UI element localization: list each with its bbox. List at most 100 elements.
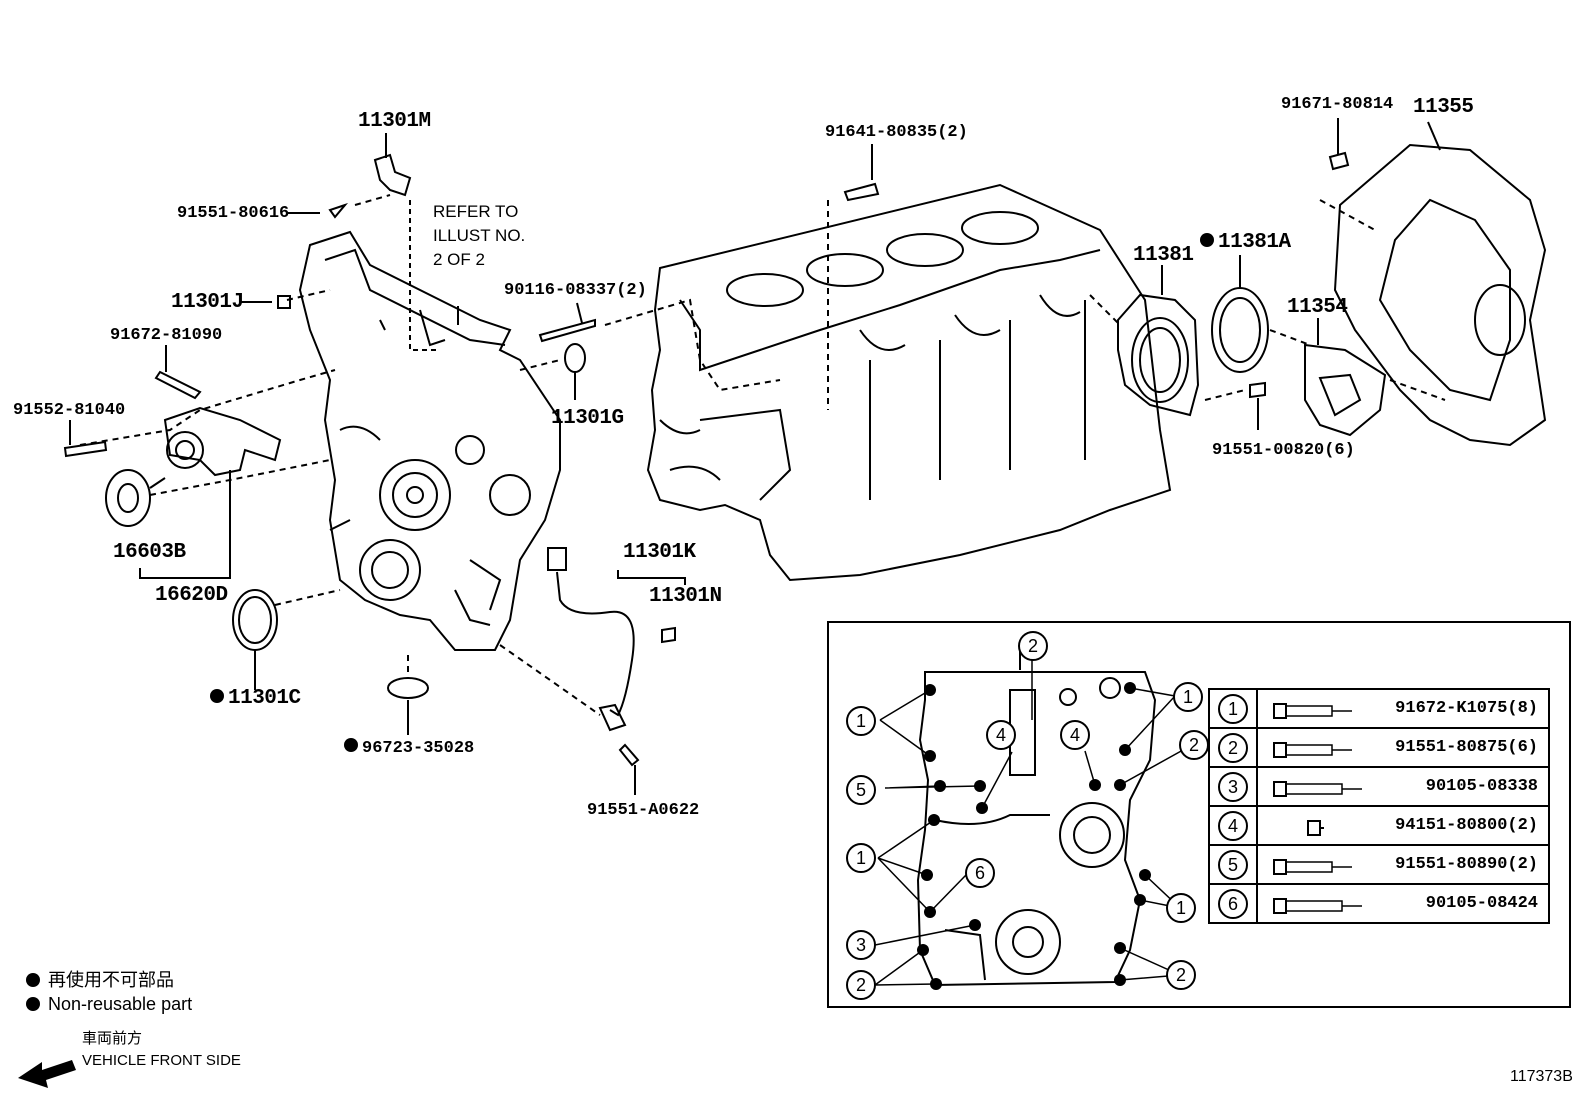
o-ring-96723 (387, 677, 429, 699)
label-16620d: 16620D (155, 584, 228, 607)
label-11381a-text: 11381A (1218, 231, 1291, 254)
timing-cover (298, 230, 561, 651)
label-11301c: 11301C (210, 688, 301, 710)
bolt-icon (1273, 703, 1352, 719)
callout-2: 2 (1179, 730, 1209, 760)
callout-2: 2 (1018, 631, 1048, 661)
fastener-part-number: 91672-K1075(8) (1395, 699, 1538, 718)
callout-1: 1 (1166, 893, 1196, 923)
label-11354: 11354 (1287, 296, 1348, 319)
label-11355: 11355 (1413, 96, 1474, 119)
fastener-part-number: 91551-80875(6) (1395, 738, 1538, 757)
end-plate-11354 (1304, 343, 1387, 437)
fastener-table: 1 91672-K1075(8) 2 91551-80875(6) 3 90105-083… (1208, 688, 1550, 924)
fastener-desc-cell: 91672-K1075(8) (1256, 688, 1550, 729)
idler-pulley (105, 469, 151, 527)
fastener-number: 3 (1218, 771, 1248, 802)
bolt-icon (1307, 820, 1324, 836)
inset-panel (827, 621, 1571, 1008)
fastener-row: 6 90105-08424 (1208, 883, 1550, 924)
label-91552-81040: 91552-81040 (13, 401, 126, 420)
fastener-number: 4 (1218, 810, 1248, 841)
legend-jp: 再使用不可部品 (26, 968, 174, 992)
non-reusable-dot (344, 738, 358, 752)
fastener-part-number: 90105-08424 (1425, 894, 1538, 913)
callout-1: 1 (1173, 682, 1203, 712)
callout-1: 1 (846, 843, 876, 873)
bolt-icon (1273, 742, 1352, 758)
callout-5: 5 (846, 775, 876, 805)
callout-2: 2 (1166, 960, 1196, 990)
label-16603b: 16603B (113, 541, 186, 564)
fastener-number: 2 (1218, 732, 1248, 763)
fastener-number-cell: 3 (1208, 766, 1258, 807)
legend-jp-text: 再使用不可部品 (48, 970, 174, 990)
callout-6: 6 (965, 858, 995, 888)
seal-retainer-11381 (1117, 293, 1200, 417)
illustration-number: 117373B (1510, 1068, 1573, 1085)
bolt-icon (1273, 859, 1352, 875)
callout-4: 4 (1060, 720, 1090, 750)
label-11301m: 11301M (358, 110, 431, 133)
engine-block (646, 183, 1172, 582)
non-reusable-dot (26, 997, 40, 1011)
legend-en-text: Non-reusable part (48, 994, 193, 1014)
callout-3: 3 (846, 930, 876, 960)
refer-note-line3: 2 OF 2 (433, 250, 485, 269)
callout-2: 2 (846, 970, 876, 1000)
label-96723-35028: 96723-35028 (344, 738, 474, 758)
refer-note-line1: REFER TO (433, 202, 519, 221)
label-11301k: 11301K (623, 541, 696, 564)
fastener-part-number: 94151-80800(2) (1395, 816, 1538, 835)
label-11301j: 11301J (171, 291, 244, 314)
fastener-row: 1 91672-K1075(8) (1208, 688, 1550, 729)
front-label-jp: 車両前方 (82, 1030, 143, 1047)
fastener-desc-cell: 91551-80875(6) (1256, 727, 1550, 768)
label-11381a: 11381A (1200, 232, 1291, 254)
label-11301g: 11301G (551, 407, 624, 430)
fastener-desc-cell: 90105-08338 (1256, 766, 1550, 807)
label-11381: 11381 (1133, 244, 1194, 267)
non-reusable-dot (210, 689, 224, 703)
fastener-number-cell: 4 (1208, 805, 1258, 846)
label-91551-00820: 91551-00820(6) (1212, 441, 1355, 460)
fastener-row: 4 94151-80800(2) (1208, 805, 1550, 846)
o-ring-11301G (564, 343, 586, 373)
fastener-desc-cell: 91551-80890(2) (1256, 844, 1550, 885)
fastener-row: 2 91551-80875(6) (1208, 727, 1550, 768)
fastener-number: 1 (1218, 693, 1248, 724)
label-11301c-text: 11301C (228, 687, 301, 710)
fastener-part-number: 91551-80890(2) (1395, 855, 1538, 874)
label-91671-80814: 91671-80814 (1281, 95, 1394, 114)
legend-en: Non-reusable part (26, 992, 192, 1016)
fastener-number-cell: 1 (1208, 688, 1258, 729)
bolt-icon (1273, 898, 1362, 914)
back-plate-11355 (1333, 143, 1547, 447)
fastener-row: 3 90105-08338 (1208, 766, 1550, 807)
inset-cover (916, 671, 1157, 987)
fastener-number-cell: 2 (1208, 727, 1258, 768)
non-reusable-dot (26, 973, 40, 987)
label-96723-35028-text: 96723-35028 (362, 739, 475, 758)
fastener-row: 5 91551-80890(2) (1208, 844, 1550, 885)
callout-4: 4 (986, 720, 1016, 750)
fastener-desc-cell: 94151-80800(2) (1256, 805, 1550, 846)
sensor-11301m (373, 153, 412, 197)
label-91551-80616: 91551-80616 (177, 204, 290, 223)
fastener-desc-cell: 90105-08424 (1256, 883, 1550, 924)
fastener-number-cell: 5 (1208, 844, 1258, 885)
fastener-number-cell: 6 (1208, 883, 1258, 924)
label-91672-81090: 91672-81090 (110, 326, 223, 345)
label-91551-a0622: 91551-A0622 (587, 801, 700, 820)
label-90116-08337: 90116-08337(2) (504, 281, 647, 300)
label-91641-80835: 91641-80835(2) (825, 123, 968, 142)
refer-note-line2: ILLUST NO. (433, 226, 526, 245)
front-arrow (18, 1060, 76, 1088)
fastener-part-number: 90105-08338 (1425, 777, 1538, 796)
sensor-harness (556, 571, 635, 717)
label-11301n: 11301N (649, 585, 722, 608)
bolt-icon (1273, 781, 1362, 797)
front-label-en: VEHICLE FRONT SIDE (82, 1052, 241, 1069)
